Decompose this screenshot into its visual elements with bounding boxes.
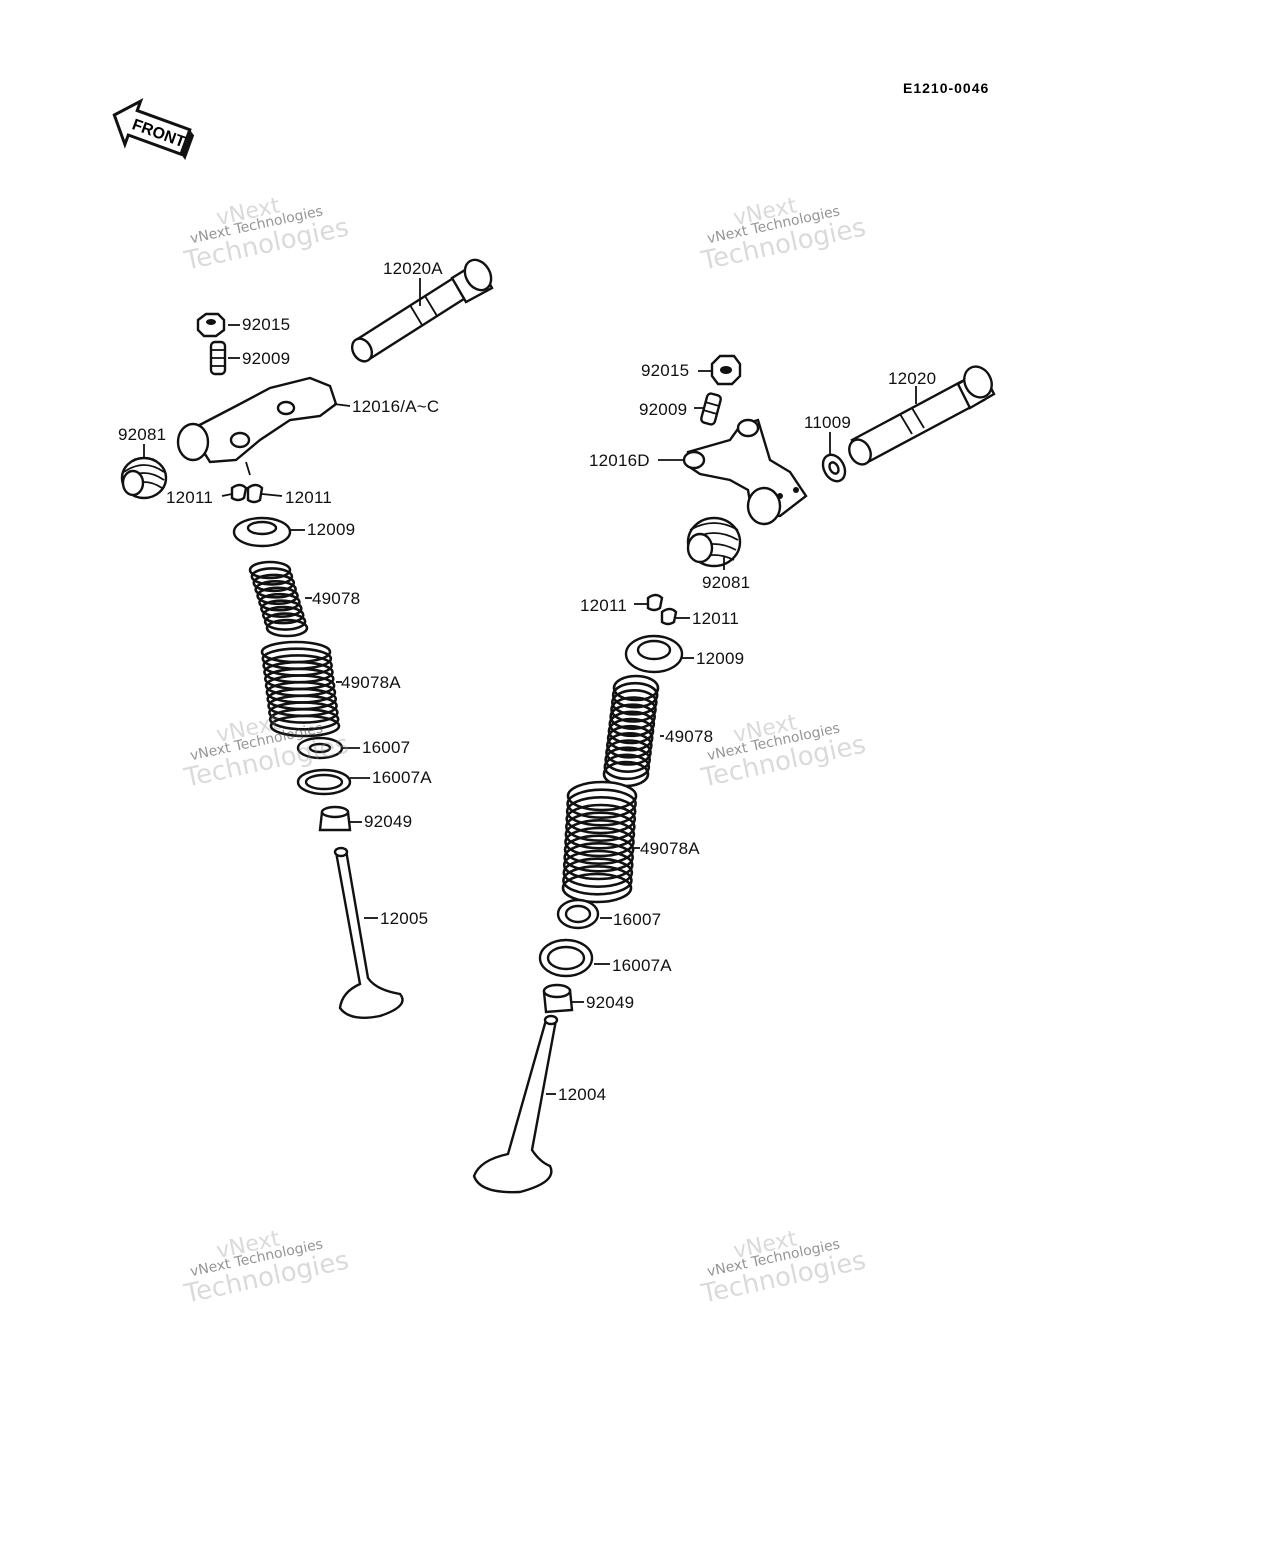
label-left-rocker-arm: 12016/A~C bbox=[352, 397, 440, 416]
right-valve bbox=[472, 1014, 559, 1194]
left-rocker-arm bbox=[176, 376, 338, 476]
label-right-washer: 11009 bbox=[804, 413, 852, 432]
label-right-seat-outer: 16007A bbox=[612, 956, 672, 975]
left-spring-seat-outer bbox=[296, 768, 352, 796]
left-stem-seal bbox=[318, 805, 352, 832]
label-right-stem-seal: 92049 bbox=[586, 993, 635, 1012]
left-adjuster-screw bbox=[209, 340, 227, 376]
left-inner-spring bbox=[248, 560, 309, 638]
left-rocker-shaft bbox=[350, 258, 494, 363]
right-valve-cotters bbox=[646, 593, 678, 626]
right-spring-seat-inner bbox=[556, 898, 600, 930]
right-washer bbox=[821, 453, 847, 483]
left-outer-spring bbox=[260, 640, 341, 738]
right-rocker-shaft bbox=[848, 365, 996, 466]
label-left-shaft-spring: 92081 bbox=[118, 425, 167, 444]
label-right-cotter-b: 12011 bbox=[692, 609, 740, 628]
front-arrow-icon: FRONT bbox=[112, 98, 195, 160]
right-spring-seat-outer bbox=[538, 938, 594, 978]
label-right-adjuster: 92009 bbox=[639, 400, 688, 419]
right-rocker-arm bbox=[682, 418, 808, 526]
left-shaft-spring bbox=[120, 456, 168, 500]
label-right-shaft: 12020 bbox=[888, 369, 937, 388]
label-left-adjuster: 92009 bbox=[242, 349, 291, 368]
diagram-code: E1210-0046 bbox=[903, 80, 990, 96]
label-left-seat-inner: 16007 bbox=[362, 738, 411, 757]
label-left-outer-spring: 49078A bbox=[341, 673, 401, 692]
label-right-shaft-spring: 92081 bbox=[702, 573, 751, 592]
label-left-retainer: 12009 bbox=[307, 520, 356, 539]
label-right-valve: 12004 bbox=[558, 1085, 607, 1104]
label-right-retainer: 12009 bbox=[696, 649, 745, 668]
leader-lines bbox=[143, 278, 917, 1095]
left-valve-cotters bbox=[230, 483, 264, 504]
left-spring-seat-inner bbox=[296, 736, 344, 760]
label-right-outer-spring: 49078A bbox=[640, 839, 700, 858]
label-left-nut: 92015 bbox=[242, 315, 291, 334]
label-right-cotter-a: 12011 bbox=[580, 596, 628, 615]
right-outer-spring bbox=[561, 780, 638, 904]
label-left-cotter-a: 12011 bbox=[166, 488, 214, 507]
right-stem-seal bbox=[542, 983, 574, 1014]
label-right-inner-spring: 49078 bbox=[665, 727, 714, 746]
label-left-stem-seal: 92049 bbox=[364, 812, 413, 831]
right-adjuster-nut bbox=[710, 354, 742, 386]
right-spring-retainer bbox=[624, 634, 684, 674]
label-left-seat-outer: 16007A bbox=[372, 768, 432, 787]
right-shaft-spring bbox=[686, 516, 742, 568]
label-left-cotter-b: 12011 bbox=[285, 488, 333, 507]
label-left-shaft: 12020A bbox=[383, 259, 443, 278]
label-right-seat-inner: 16007 bbox=[613, 910, 662, 929]
left-adjuster-nut bbox=[196, 312, 226, 338]
label-right-nut: 92015 bbox=[641, 361, 690, 380]
left-spring-retainer bbox=[232, 516, 292, 548]
right-adjuster-screw bbox=[700, 392, 722, 426]
label-right-rocker-arm: 12016D bbox=[589, 451, 650, 470]
right-inner-spring bbox=[602, 674, 660, 788]
left-valve bbox=[333, 846, 404, 1019]
label-left-valve: 12005 bbox=[380, 909, 429, 928]
label-left-inner-spring: 49078 bbox=[312, 589, 361, 608]
